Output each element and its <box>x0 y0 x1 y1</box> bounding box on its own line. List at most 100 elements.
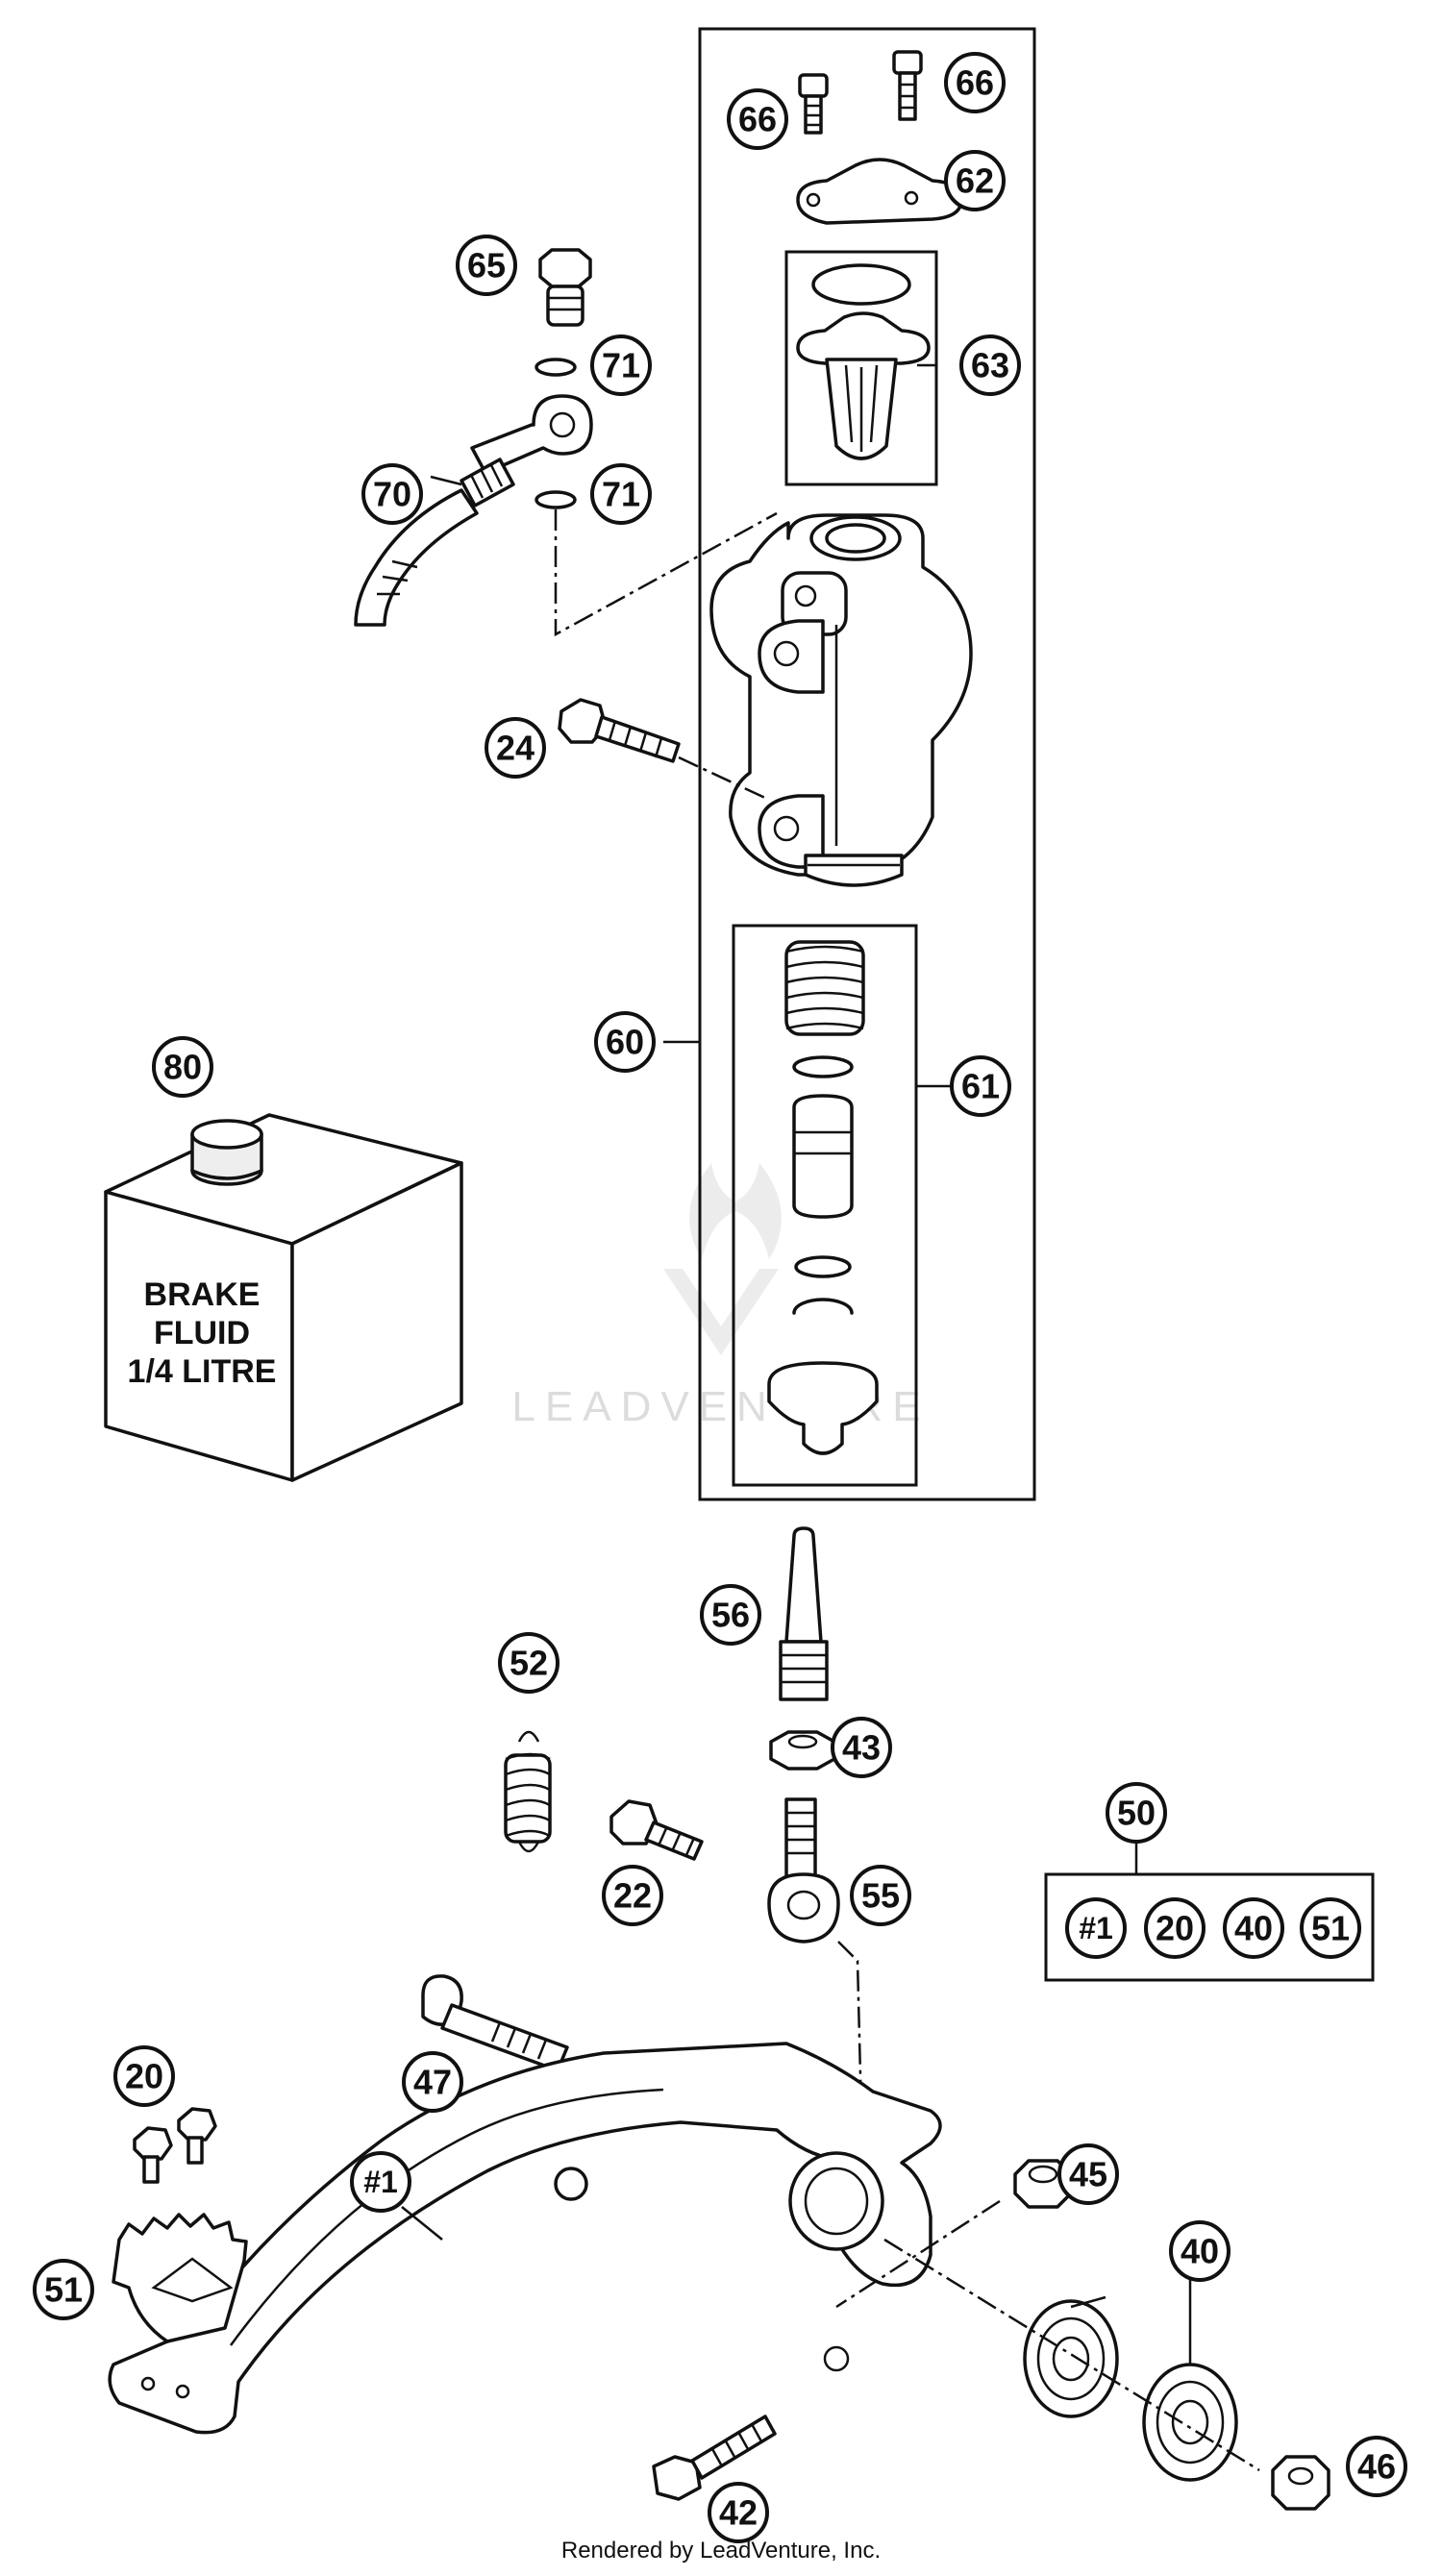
callout-43-label: 43 <box>842 1728 881 1768</box>
callout-kit-1: #1 <box>1065 1897 1127 1959</box>
callout-22: 22 <box>602 1865 663 1926</box>
callout-20: 20 <box>113 2045 175 2107</box>
callout-65-label: 65 <box>467 246 506 285</box>
callout-layer: 66 66 62 65 71 63 70 71 24 80 60 61 56 5… <box>33 52 1407 2543</box>
callout-22-label: 22 <box>613 1876 652 1916</box>
callout-70: 70 <box>361 463 423 525</box>
piston-kit-parts <box>767 940 879 1455</box>
callout-61: 61 <box>950 1055 1011 1117</box>
callout-66a-label: 66 <box>738 100 777 139</box>
nut-46 <box>1271 2455 1330 2511</box>
brake-tip-51 <box>112 2213 248 2343</box>
callout-kit-20-label: 20 <box>1156 1909 1194 1948</box>
callout-56-label: 56 <box>711 1596 750 1635</box>
callout-60-label: 60 <box>606 1023 644 1062</box>
callout-leaders <box>401 363 1192 2365</box>
callout-40-label: 40 <box>1181 2232 1219 2271</box>
callout-80-label: 80 <box>163 1048 202 1087</box>
can-label-line-2: FLUID <box>154 1315 250 1351</box>
leader-clevis-to-pedal <box>837 1941 863 2116</box>
leader-bolt-24 <box>678 755 770 802</box>
callout-52-label: 52 <box>510 1644 548 1683</box>
callout-52: 52 <box>498 1632 559 1694</box>
callout-66a: 66 <box>727 88 788 150</box>
callout-66b-label: 66 <box>956 63 994 103</box>
bolt-24 <box>558 698 681 763</box>
screw-66-right <box>892 50 923 121</box>
callout-47-label: 47 <box>413 2063 452 2102</box>
callout-40: 40 <box>1169 2220 1231 2282</box>
callout-71a-label: 71 <box>602 346 640 385</box>
callout-46: 46 <box>1346 2436 1407 2497</box>
callout-56: 56 <box>700 1584 761 1646</box>
master-cylinder-assembly-frame <box>698 27 1036 1501</box>
callout-24-label: 24 <box>496 729 535 768</box>
callout-46-label: 46 <box>1357 2447 1396 2487</box>
callout-62-label: 62 <box>956 161 994 201</box>
callout-47: 47 <box>402 2051 463 2113</box>
callout-kit-51-label: 51 <box>1311 1909 1350 1948</box>
callout-43: 43 <box>831 1717 892 1778</box>
callout-55-label: 55 <box>861 1876 900 1916</box>
screw-66-left <box>798 73 829 135</box>
bearing-40-left <box>1023 2299 1119 2418</box>
callout-71b: 71 <box>590 463 652 525</box>
bolt-42 <box>652 2415 777 2501</box>
brake-pedal-1 <box>108 2042 942 2435</box>
callout-45-label: 45 <box>1069 2155 1107 2194</box>
callout-70-label: 70 <box>373 475 411 514</box>
brake-fluid-label: BRAKE FLUID 1/4 LITRE <box>128 1276 277 1390</box>
leader-nut-45 <box>835 2199 1001 2309</box>
leader-pivot-axis <box>883 2238 1260 2472</box>
callout-51-label: 51 <box>44 2270 83 2310</box>
washer-71-bottom <box>535 490 577 509</box>
nut-43-hole <box>787 1734 818 1749</box>
can-label-line-3: 1/4 LITRE <box>128 1353 277 1390</box>
callout-50-label: 50 <box>1117 1794 1156 1833</box>
callout-50: 50 <box>1106 1782 1167 1844</box>
callout-63-label: 63 <box>971 346 1009 385</box>
can-label-line-1: BRAKE <box>144 1276 261 1313</box>
callout-65: 65 <box>456 235 517 296</box>
callout-20-label: 20 <box>125 2057 163 2096</box>
piston-kit-frame <box>732 924 918 1487</box>
footer-credit: Rendered by LeadVenture, Inc. <box>560 2538 882 2564</box>
callout-kit-40: 40 <box>1223 1897 1284 1959</box>
callout-24: 24 <box>485 717 546 779</box>
callout-1: #1 <box>350 2151 411 2213</box>
bolt-47 <box>421 1974 569 2072</box>
callout-71a: 71 <box>590 334 652 396</box>
brake-fluid-can-80: BRAKE FLUID 1/4 LITRE <box>104 1113 463 1482</box>
bolt-22 <box>609 1799 704 1861</box>
callout-61-label: 61 <box>961 1067 1000 1106</box>
callout-60: 60 <box>594 1011 656 1073</box>
pedal-kit-frame-50 <box>1044 1872 1375 1982</box>
leader-brake-line-to-body <box>554 509 778 637</box>
nut-43 <box>769 1730 836 1771</box>
callout-42-label: 42 <box>719 2493 758 2533</box>
bearing-40-right <box>1142 2363 1238 2482</box>
push-rod-56 <box>779 1526 829 1701</box>
clevis-55 <box>767 1797 840 1944</box>
reservoir-63 <box>796 263 931 460</box>
callout-42: 42 <box>708 2482 769 2543</box>
bolts-20 <box>133 2107 217 2184</box>
callout-kit-40-label: 40 <box>1234 1909 1273 1948</box>
master-cylinder-body <box>709 513 973 887</box>
banjo-bolt-65 <box>538 248 592 327</box>
callout-kit-20: 20 <box>1144 1897 1206 1959</box>
callout-51: 51 <box>33 2259 94 2320</box>
callout-63: 63 <box>959 334 1021 396</box>
callout-kit-1-label: #1 <box>1079 1911 1113 1945</box>
callout-kit-51: 51 <box>1300 1897 1361 1959</box>
reservoir-cover-62 <box>796 158 963 225</box>
callout-1-label: #1 <box>363 2165 398 2199</box>
spring-52 <box>504 1730 552 1853</box>
callout-71b-label: 71 <box>602 475 640 514</box>
callout-55: 55 <box>850 1865 911 1926</box>
brake-line-70 <box>354 394 593 627</box>
reservoir-kit-frame <box>784 250 938 486</box>
callout-45: 45 <box>1057 2143 1119 2205</box>
callout-80: 80 <box>152 1036 213 1098</box>
